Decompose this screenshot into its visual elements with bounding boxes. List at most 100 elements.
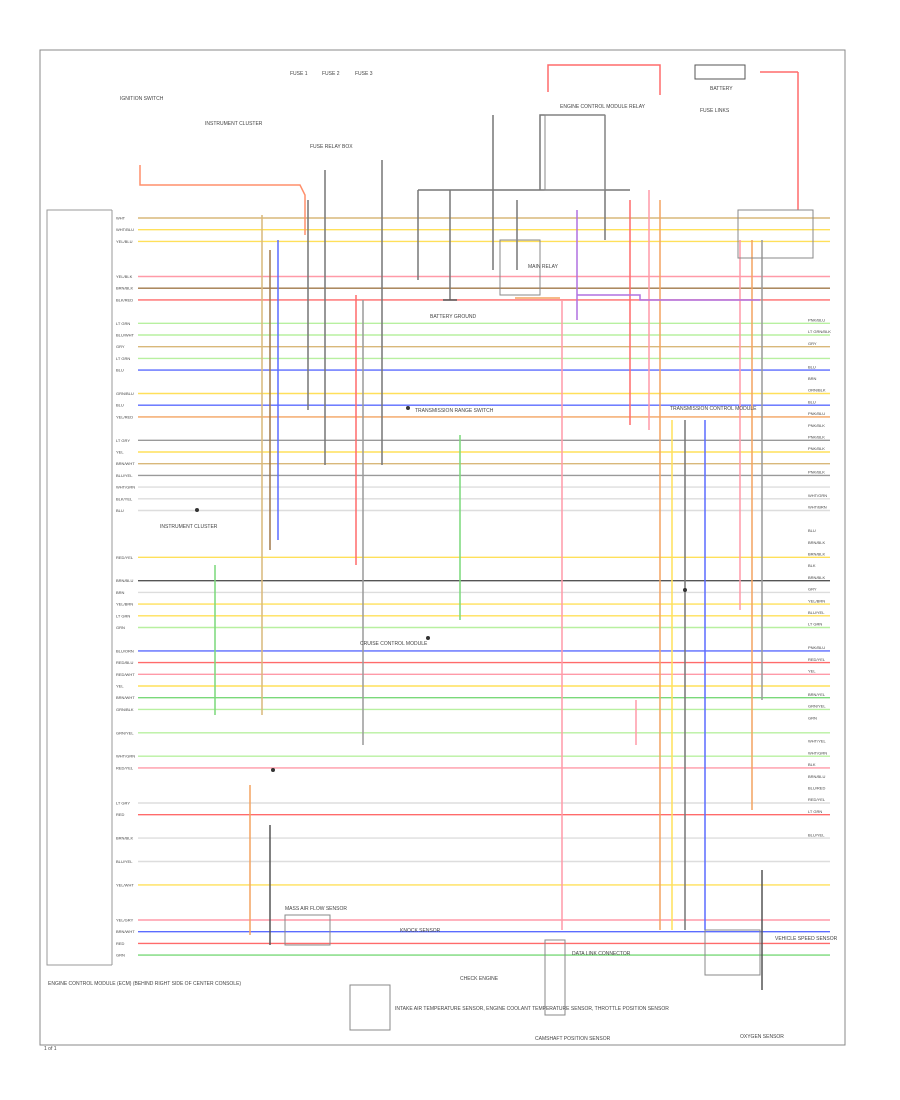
sensor-block [349, 984, 391, 1031]
ecm-pin-label: GRY [116, 344, 125, 349]
label-ecm-relay: ENGINE CONTROL MODULE RELAY [560, 104, 646, 110]
right-wire-label: ORN/BLK [808, 388, 826, 393]
right-wire-label: BLK [808, 563, 816, 568]
ecm-pin-label: YEL/BLK [116, 274, 133, 279]
wire-top-red [547, 64, 661, 95]
ecm-pin-label: BLK/YEL [116, 496, 133, 501]
right-wire-label: PNK/BLK [808, 470, 825, 475]
right-wire-label: WHT/YEL [808, 739, 827, 744]
right-wire-label: BLU/YEL [808, 610, 825, 615]
right-wire-label: PNK/BLU [808, 411, 825, 416]
ecm-pin-label: WHT [116, 216, 126, 221]
label-tcm: TRANSMISSION CONTROL MODULE [670, 406, 757, 412]
ecm-pin-label: BLU/YEL [116, 473, 133, 478]
label-check-engine: CHECK ENGINE [460, 976, 499, 982]
label-ground: BATTERY GROUND [430, 314, 477, 320]
ecm-pin-label: GRN/YEL [116, 730, 134, 735]
label-fuse-3: FUSE 3 [355, 71, 373, 77]
relay-box [737, 209, 814, 259]
ecm-pin-label: RED/YEL [116, 765, 134, 770]
right-wire-label: WHT/BRN [808, 505, 827, 510]
right-wire-label: RED/YEL [808, 797, 826, 802]
wire-top-orange [139, 165, 306, 235]
ecm-pin-label: BRN/WHT [116, 929, 135, 934]
label-vss: VEHICLE SPEED SENSOR [775, 936, 838, 942]
right-wire-label: BLU [808, 528, 816, 533]
top-wires [139, 64, 798, 301]
right-wire-label: YEL/BRN [808, 598, 825, 603]
ecm-pin-label: LT GRN [116, 356, 130, 361]
ecm-pin-label: BLU/YEL [116, 859, 133, 864]
label-fuse-links: FUSE LINKS [700, 108, 730, 114]
junction-dot [271, 768, 275, 772]
ecm-pin-label: YEL/GRY [116, 918, 134, 923]
ecm-pin-label: YEL/BRN [116, 602, 133, 607]
vertical-wires [214, 72, 799, 990]
right-wire-label: BLK [808, 762, 816, 767]
ecm-pin-label: RED [116, 812, 125, 817]
label-cruise: CRUISE CONTROL MODULE [360, 641, 428, 647]
ecm-pin-label: YEL [116, 450, 124, 455]
ecm-pin-label: LT GRN [116, 321, 130, 326]
ecm-pin-label: RED [116, 941, 125, 946]
ecm-pin-label: BRN/BLU [116, 578, 133, 583]
ecm-pin-label: GRN [116, 625, 125, 630]
ecm-pin-label: RED/BLU [116, 660, 133, 665]
ecm-pin-label: GRN/BLU [116, 391, 134, 396]
figure-code: 1 of 1 [44, 1046, 57, 1052]
ecm-pin-label: BRN/BLK [116, 286, 133, 291]
label-maf: MASS AIR FLOW SENSOR [285, 906, 347, 912]
components [195, 64, 814, 1031]
label-cmp: CAMSHAFT POSITION SENSOR [535, 1036, 611, 1042]
right-wire-label: WHT/GRN [808, 493, 827, 498]
right-wire-label: LT GRN/BLK [808, 329, 831, 334]
ecm-pin-label: GRN [116, 953, 125, 958]
right-wire-label: BRN/BLU [808, 774, 825, 779]
right-wire-label: BLU/RED [808, 786, 825, 791]
label-tr-switch: TRANSMISSION RANGE SWITCH [415, 408, 494, 414]
right-wire-label: BRN/BLK [808, 540, 825, 545]
right-wire-label: YEL [808, 669, 816, 674]
ecm-pin-label: WHT/BLU [116, 227, 134, 232]
wire-top-relay [539, 114, 605, 190]
ecm-pin-label: BRN [116, 590, 125, 595]
dlc-box [544, 939, 566, 1016]
diagram-frame [39, 49, 846, 1046]
main-relay-box [499, 239, 541, 296]
label-sensors: INTAKE AIR TEMPERATURE SENSOR, ENGINE CO… [395, 1006, 669, 1012]
ecm-pin-label: YEL/BLU [116, 239, 133, 244]
component-labels: ENGINE CONTROL MODULE (ECM) (BEHIND RIGH… [44, 71, 838, 1052]
ecm-pin-label: YEL/WHT [116, 882, 134, 887]
label-battery: BATTERY [710, 86, 733, 92]
right-wire-label: WHT/GRN [808, 750, 827, 755]
right-wire-label: BRN [808, 376, 817, 381]
right-wire-label: PNK/BLK [808, 423, 825, 428]
right-wire-label: BRN/YEL [808, 692, 826, 697]
o2-sensor-box [704, 929, 761, 976]
ecm-pin-label: RED/YEL [116, 555, 134, 560]
ecm-pin-label: BLU [116, 368, 124, 373]
right-wire-label: BLU [808, 399, 816, 404]
label-fuse-2: FUSE 2 [322, 71, 340, 77]
ecm-pin-label: BLU/ORN [116, 648, 134, 653]
label-knock: KNOCK SENSOR [400, 928, 441, 934]
ecm-pin-label: BLU/WHT [116, 333, 135, 338]
battery-symbol [694, 64, 746, 80]
ecm-relay-box [544, 114, 606, 191]
ecm-pin-label: LT GRY [116, 438, 130, 443]
label-main-relay: MAIN RELAY [528, 264, 559, 270]
label-ecm: ENGINE CONTROL MODULE (ECM) (BEHIND RIGH… [48, 981, 241, 987]
ecm-pin-label: BRN/BLK [116, 836, 133, 841]
ecm-pin-label: BLU [116, 508, 124, 513]
label-fuse-1: FUSE 1 [290, 71, 308, 77]
right-wire-label: BLU/YEL [808, 832, 825, 837]
ecm-pin-label: LT GRY [116, 801, 130, 806]
cruise-dot [426, 636, 430, 640]
label-instrument-cluster: INSTRUMENT CLUSTER [205, 121, 263, 127]
right-wire-label: BLU [808, 364, 816, 369]
right-wire-label: LT GRN [808, 809, 822, 814]
dlc-dot [683, 588, 687, 592]
ecm-pin-label: GRN/BLK [116, 707, 134, 712]
